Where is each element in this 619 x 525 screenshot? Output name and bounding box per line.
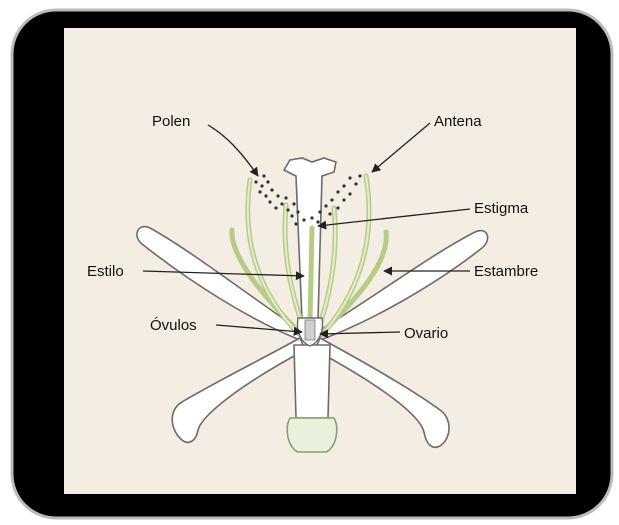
label-estilo: Estilo bbox=[87, 263, 124, 280]
label-antena: Antena bbox=[434, 113, 482, 130]
label-estambre: Estambre bbox=[474, 263, 538, 280]
tube-base bbox=[287, 418, 337, 452]
tube bbox=[294, 345, 330, 418]
label-estigma: Estigma bbox=[474, 200, 529, 217]
label-polen: Polen bbox=[152, 113, 190, 130]
label-ovulos: Óvulos bbox=[150, 317, 197, 334]
stigma-stalk bbox=[310, 228, 312, 322]
label-ovario: Ovario bbox=[404, 325, 448, 342]
ovules bbox=[305, 320, 315, 340]
